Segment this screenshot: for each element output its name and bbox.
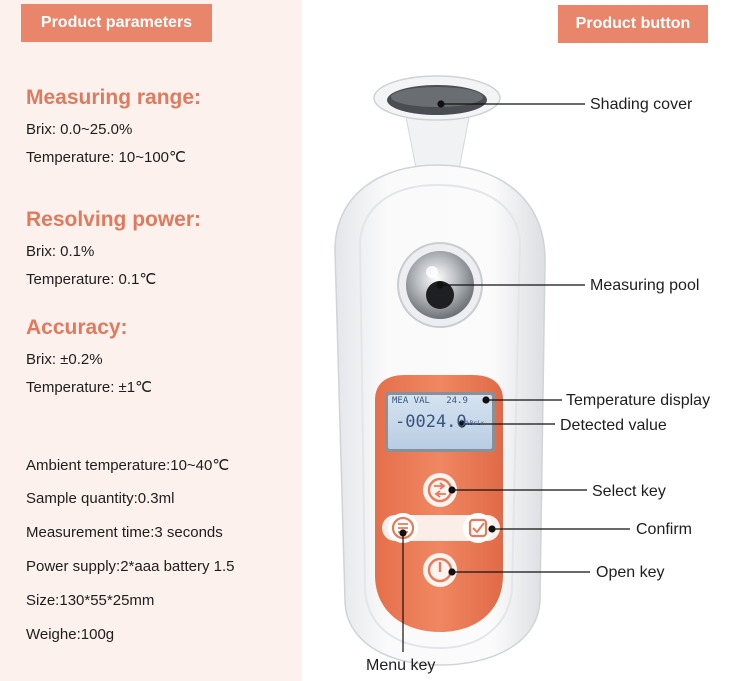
spec-ambient-temperature: Ambient temperature:10~40℃ bbox=[26, 457, 230, 474]
product-button-badge: Product button bbox=[558, 5, 708, 43]
lcd-screen bbox=[388, 395, 492, 449]
leader-lines bbox=[399, 100, 630, 652]
detected-value-label: Detected value bbox=[560, 417, 667, 434]
accuracy-title: Accuracy: bbox=[26, 316, 128, 339]
open-key-label: Open key bbox=[596, 564, 665, 581]
temperature-display-label: Temperature display bbox=[566, 392, 711, 409]
lcd-temperature-value: 24.9 bbox=[446, 396, 468, 406]
parameters-panel: Product parameters Measuring range: Brix… bbox=[0, 0, 302, 681]
spec-weight: Weighe:100g bbox=[26, 626, 115, 643]
resolving-power-brix: Brix: 0.1% bbox=[26, 243, 95, 260]
spec-sample-quantity: Sample quantity:0.3ml bbox=[26, 490, 175, 507]
product-parameters-badge: Product parameters bbox=[21, 4, 212, 42]
measuring-range-title: Measuring range: bbox=[26, 86, 202, 109]
measuring-range-brix: Brix: 0.0~25.0% bbox=[26, 121, 133, 138]
measuring-range-temperature: Temperature: 10~100℃ bbox=[26, 149, 186, 166]
confirm-label: Confirm bbox=[636, 521, 693, 538]
accuracy-temperature: Temperature: ±1℃ bbox=[26, 379, 152, 396]
shading-cover-label: Shading cover bbox=[590, 96, 693, 113]
resolving-power-title: Resolving power: bbox=[26, 208, 202, 231]
lcd-header: MEA VAL 24.9 bbox=[392, 396, 468, 406]
confirm-key-button bbox=[463, 513, 493, 543]
select-key-label: Select key bbox=[592, 483, 666, 500]
spec-measurement-time: Measurement time:3 seconds bbox=[26, 524, 223, 541]
spec-size: Size:130*55*25mm bbox=[26, 592, 155, 609]
lcd-main-value: -0024.0 bbox=[395, 412, 467, 432]
measuring-pool-label: Measuring pool bbox=[590, 277, 700, 294]
accuracy-brix: Brix: ±0.2% bbox=[26, 351, 103, 368]
lcd-mode-label: MEA VAL bbox=[392, 396, 430, 406]
spec-power-supply: Power supply:2*aaa battery 1.5 bbox=[26, 558, 235, 575]
resolving-power-temperature: Temperature: 0.1℃ bbox=[26, 271, 157, 288]
lcd-unit: %Brix bbox=[466, 420, 485, 427]
menu-key-label: Menu key bbox=[366, 657, 436, 674]
